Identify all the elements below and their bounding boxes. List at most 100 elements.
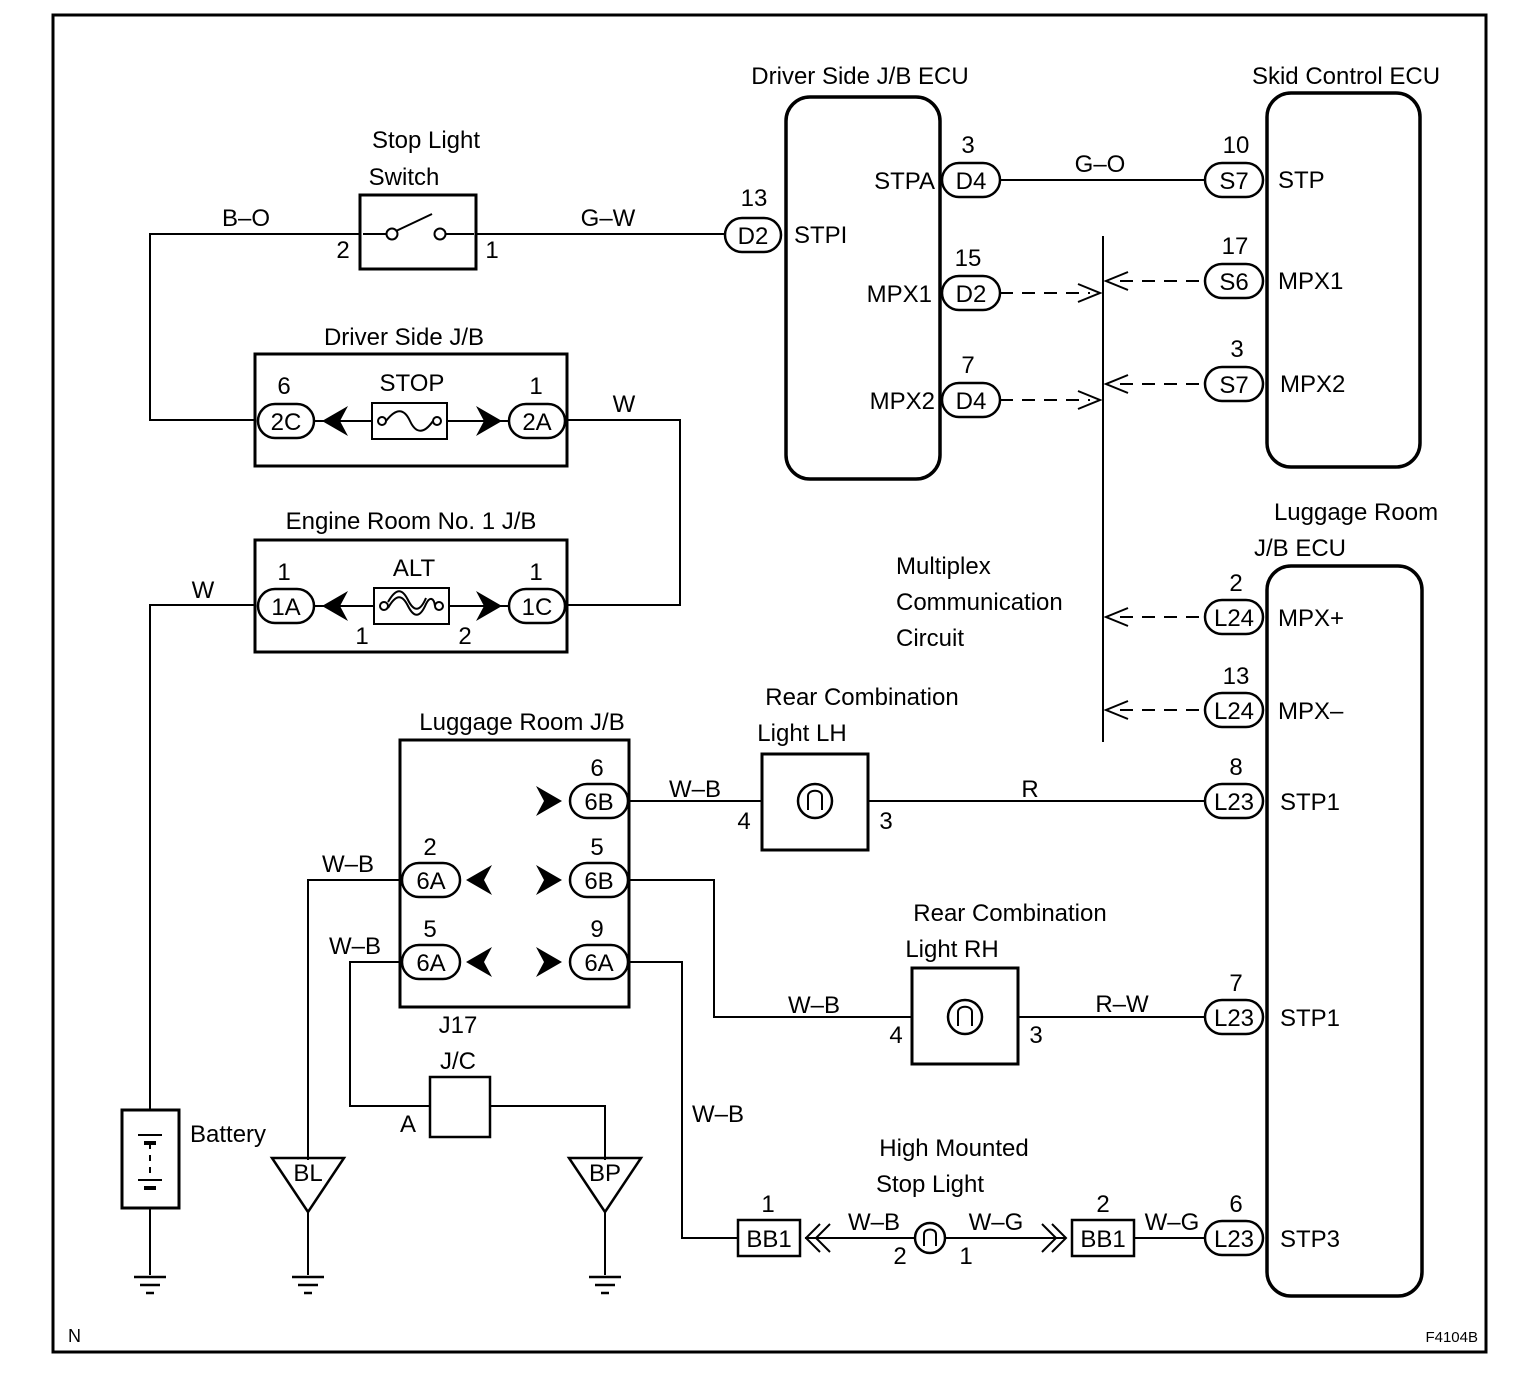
connector-s6-mpx1-pin: 17 [1222,233,1249,260]
rear-light-lh-pin-3: 3 [879,808,892,835]
terminal-mpx-plus: MPX+ [1278,605,1344,632]
jc-box [428,1075,492,1139]
rear-light-rh-pin-3: 3 [1029,1022,1042,1049]
wire-label-w-g-ecu: W–G [1145,1209,1200,1236]
connector-d2-mpx1 [940,274,1002,312]
stop-fuse-label: STOP [380,370,445,397]
connector-2a-pin: 1 [529,373,542,400]
wire-label-w-b-left1: W–B [322,851,374,878]
luggage-room-ecu-title-2: J/B ECU [1254,535,1346,562]
switch-box [358,193,478,271]
rear-combination-light-rh: Rear Combination Light RH 4 3 W–B R–W [788,900,1149,1066]
wire-w-jb [566,419,681,606]
connector-1c-pin: 1 [529,559,542,586]
connector-6a-right-bottom [568,943,630,981]
connector-l24-mpx-plus [1203,598,1265,636]
wire-label-w-b-hm: W–B [848,1209,900,1236]
jc-pin-a: A [400,1111,416,1138]
arrow-right-icon [1077,283,1103,303]
high-mounted-title-1: High Mounted [879,1135,1028,1162]
terminal-mpx2: MPX2 [870,388,935,415]
terminal-stpa: STPA [874,168,935,195]
figure-code: F4104B [1425,1329,1478,1346]
arrow-right-icon [1077,390,1103,410]
driver-side-jb: Driver Side J/B 2C 6 2A 1 STOP W [253,324,636,468]
luggage-room-jb-title: Luggage Room J/B [419,709,624,736]
ground-bp-label: BP [589,1160,621,1187]
arrow-left-icon [1103,271,1129,291]
multiplex-label-3: Circuit [896,625,964,652]
rear-light-lh-pin-4: 4 [737,808,750,835]
wire-label-r: R [1021,776,1038,803]
ground-symbol-icon [292,1275,324,1295]
connector-s7-mpx2-label: S7 [1219,372,1248,399]
high-mounted-pin-2: 2 [893,1243,906,1270]
driver-side-ecu-title: Driver Side J/B ECU [751,63,968,90]
alt-fuse-label: ALT [393,555,436,582]
connector-2c-pin: 6 [277,373,290,400]
skid-control-ecu: Skid Control ECU S7 10 STP S6 17 MPX1 S7… [1103,63,1440,469]
arrow-right-icon [476,406,502,436]
rear-light-lh-title-2: Light LH [757,720,846,747]
stop-light-switch: Stop Light Switch 2 1 [336,127,499,271]
arrow-left-icon [804,1223,821,1253]
connector-s7-stp-label: S7 [1219,168,1248,195]
connector-1a-pin: 1 [277,559,290,586]
connector-bb1-left-pin: 1 [761,1191,774,1218]
arrow-right-icon [536,865,562,895]
connector-s6-mpx1 [1203,262,1265,300]
wire-label-b-o: B–O [222,205,270,232]
skid-control-ecu-box [1265,91,1422,469]
arrow-right-icon [476,591,502,621]
connector-s7-mpx2-pin: 3 [1230,336,1243,363]
arrow-right-icon [1041,1223,1058,1253]
wire-w-b-down [628,961,738,1239]
connector-l23-stp3 [1203,1219,1265,1257]
terminal-mpx1: MPX1 [867,281,932,308]
wire-jc-bp [490,1105,606,1160]
ground-symbol-icon [134,1275,166,1295]
driver-side-jb-title: Driver Side J/B [324,324,484,351]
connector-6a-left-top [400,861,462,899]
footer-left-mark: N [68,1326,81,1346]
arrow-right-icon [536,786,562,816]
terminal-mpx-minus: MPX– [1278,698,1344,725]
high-mounted-stop-light: High Mounted Stop Light 2 1 W–B W–G W–G … [692,1101,1199,1270]
rear-combination-light-lh: Rear Combination Light LH 4 3 W–B R [669,684,1039,852]
luggage-room-jb: Luggage Room J/B 6B 6 6A 2 6B 5 6A 5 6A … [322,709,631,1009]
switch-pin-2: 2 [336,237,349,264]
rear-light-rh-title-1: Rear Combination [913,900,1106,927]
connector-6a-left-bottom-pin: 5 [423,916,436,943]
arrow-left-icon [466,865,492,895]
arrow-left-icon [1103,374,1129,394]
connector-bb1-right-pin: 2 [1096,1191,1109,1218]
connector-6a-left-bottom-label: 6A [416,950,445,977]
connector-d4-mpx2-pin: 7 [961,352,974,379]
switch-contact-icon [433,227,447,241]
connector-d4-stpa-label: D4 [956,168,987,195]
arrow-left-icon [466,947,492,977]
connector-d2-mpx1-label: D2 [956,281,987,308]
wire-w-b-jc [349,961,430,1107]
skid-control-ecu-title: Skid Control ECU [1252,63,1440,90]
connector-6a-right-bottom-pin: 9 [590,916,603,943]
switch-lever-icon [395,213,433,232]
multiplex-label-1: Multiplex [896,553,991,580]
engine-room-jb-title: Engine Room No. 1 J/B [286,508,537,535]
ground-bp: BP [566,1156,644,1215]
switch-pin-1: 1 [485,237,498,264]
terminal-stp: STP [1278,167,1325,194]
connector-bb1-right-label: BB1 [1080,1226,1125,1253]
wire-label-w-b-lh: W–B [669,776,721,803]
connector-2c-label: 2C [271,409,302,436]
connector-6b-mid-label: 6B [584,868,613,895]
battery: Battery [120,1108,266,1210]
luggage-room-ecu-box [1265,564,1424,1298]
high-mounted-pin-1: 1 [959,1243,972,1270]
bulb-icon [946,998,984,1036]
ground-point-icon [566,1156,644,1215]
ground-point-icon [269,1156,347,1215]
connector-6b-mid-pin: 5 [590,834,603,861]
bulb-icon [796,782,834,820]
engine-room-jb: Engine Room No. 1 J/B 1A 1 1C 1 ALT 1 2 … [192,508,569,654]
